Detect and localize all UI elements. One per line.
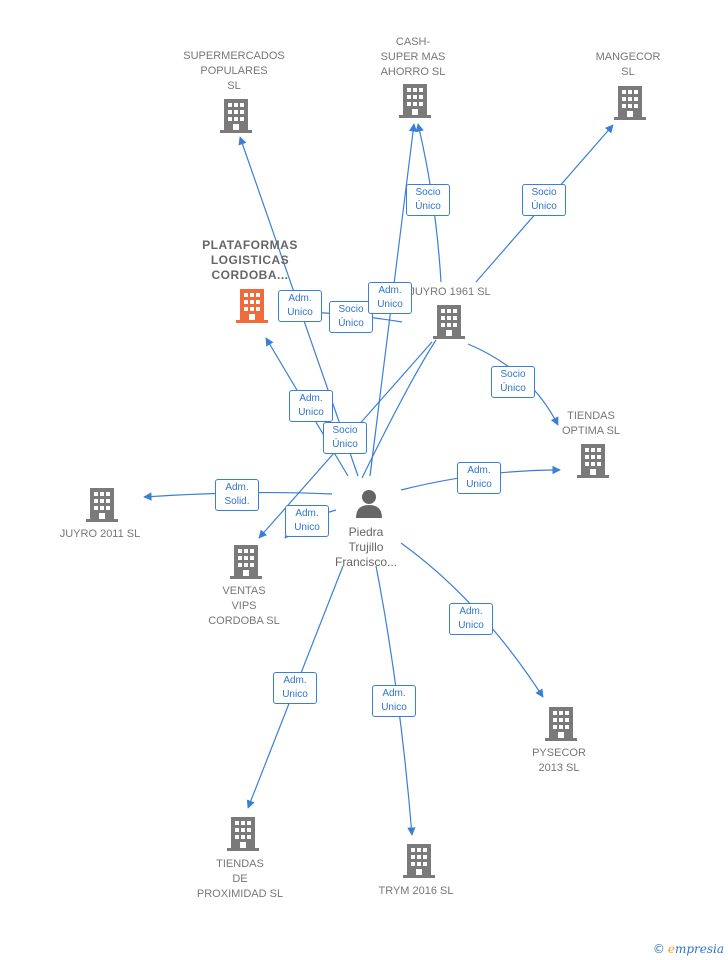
relation-label: Adm. Solid. — [215, 479, 259, 511]
relation-label: Socio Único — [491, 366, 535, 398]
company-label-mangecor[interactable]: MANGECOR SL — [595, 51, 661, 78]
relation-label: Adm. Unico — [285, 505, 329, 537]
company-label-cash[interactable]: CASH- SUPER MAS AHORRO SL — [380, 36, 446, 78]
company-label-ventas[interactable]: VENTAS VIPS CORDOBA SL — [208, 585, 280, 627]
relation-label: Adm. Unico — [368, 282, 412, 314]
company-label-trym[interactable]: TRYM 2016 SL — [378, 885, 454, 897]
building-icon[interactable] — [230, 545, 262, 579]
relation-label: Adm. Unico — [289, 390, 333, 422]
building-icon[interactable] — [614, 86, 646, 120]
edge-person-juyro1961 — [361, 339, 437, 479]
relation-label: Adm. Unico — [372, 685, 416, 717]
relation-label: Socio Único — [329, 301, 373, 333]
company-label-pysecor[interactable]: PYSECOR 2013 SL — [532, 747, 586, 774]
person-icon[interactable] — [356, 490, 382, 518]
relation-label: Adm. Unico — [278, 290, 322, 322]
brand-logo: ©empresia — [652, 942, 724, 956]
relation-label: Adm. Unico — [449, 603, 493, 635]
relation-label: Socio Único — [406, 184, 450, 216]
company-label-supermercados[interactable]: SUPERMERCADOS POPULARES SL — [183, 50, 285, 92]
company-label-tiendas-optima[interactable]: TIENDAS OPTIMA SL — [561, 410, 621, 437]
relation-label: Socio Único — [323, 422, 367, 454]
building-icon[interactable] — [577, 444, 609, 478]
company-label-plataformas[interactable]: PLATAFORMAS LOGISTICAS CORDOBA... — [202, 238, 298, 282]
relation-label: Adm. Unico — [457, 462, 501, 494]
building-icon[interactable] — [86, 488, 118, 522]
building-icon[interactable] — [433, 305, 465, 339]
highlighted-building-icon[interactable] — [236, 289, 268, 323]
building-icon[interactable] — [220, 99, 252, 133]
relation-label: Socio Único — [522, 184, 566, 216]
company-label-juyro1961[interactable]: JUYRO 1961 SL — [409, 286, 491, 298]
building-icon[interactable] — [403, 844, 435, 878]
building-icon[interactable] — [227, 817, 259, 851]
building-icon[interactable] — [399, 84, 431, 118]
company-label-tiendas-prox[interactable]: TIENDAS DE PROXIMIDAD SL — [196, 858, 284, 900]
person-label[interactable]: Piedra Trujillo Francisco... — [334, 525, 397, 569]
building-icon[interactable] — [545, 707, 577, 741]
relation-label: Adm. Unico — [273, 672, 317, 704]
company-label-juyro2011[interactable]: JUYRO 2011 SL — [59, 528, 141, 540]
